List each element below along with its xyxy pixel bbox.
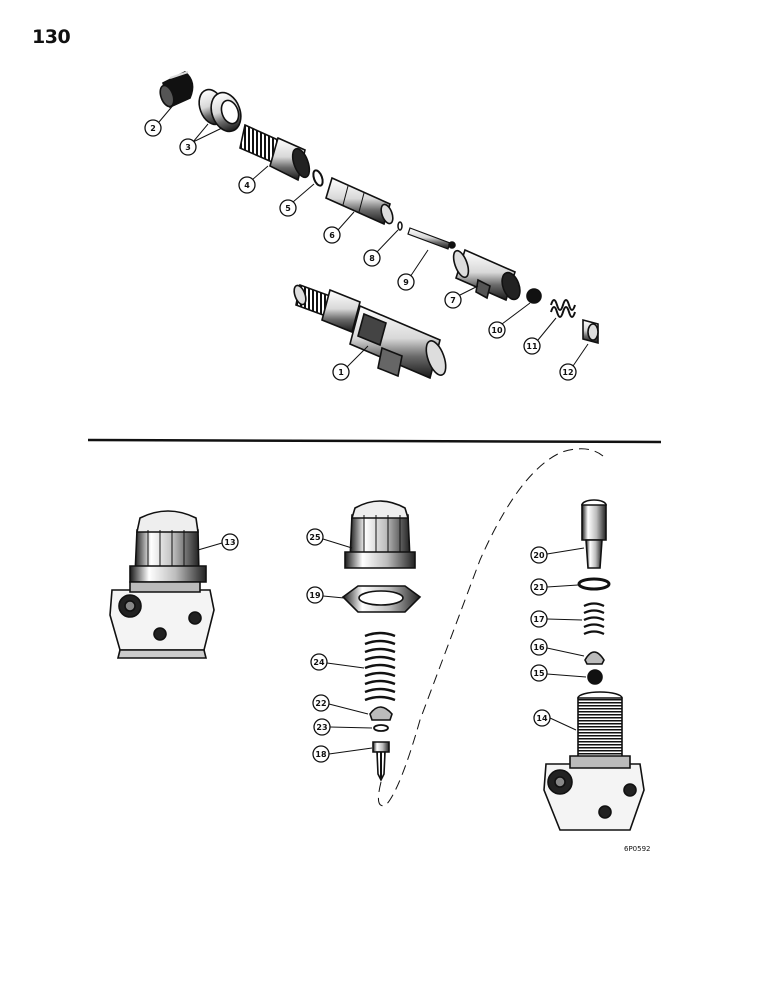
svg-text:6: 6	[329, 231, 335, 240]
part-pin	[407, 227, 456, 250]
middle-exploded-parts	[341, 500, 422, 782]
part-complete-valve	[293, 283, 447, 380]
callout-23: 23	[313, 718, 331, 736]
callout-22: 22	[312, 694, 330, 712]
figure-code: 6P0592	[624, 845, 651, 853]
part-relief-valve-body	[543, 691, 645, 831]
svg-text:9: 9	[403, 278, 409, 287]
svg-text:18: 18	[315, 750, 327, 759]
part-ball	[526, 288, 542, 304]
callout-11: 11	[523, 337, 541, 355]
page-number: 130	[32, 26, 71, 48]
section-divider	[87, 438, 662, 444]
part-large-spring	[364, 631, 396, 702]
callout-16: 16	[530, 638, 548, 656]
callout-10: 10	[488, 321, 506, 339]
part-nuts	[198, 88, 242, 133]
part-check-ball	[587, 669, 603, 685]
svg-text:16: 16	[533, 643, 545, 652]
top-leader-lines	[158, 102, 589, 369]
part-spring	[550, 299, 576, 318]
svg-text:17: 17	[533, 615, 544, 624]
svg-text:22: 22	[315, 699, 326, 708]
part-o-ring	[312, 169, 324, 187]
svg-text:2: 2	[150, 124, 156, 133]
svg-text:5: 5	[285, 204, 291, 213]
part-adjusting-screw	[581, 499, 607, 569]
callout-1: 1	[332, 363, 350, 381]
part-plug	[582, 318, 599, 345]
svg-text:10: 10	[491, 326, 503, 335]
callout-13: 13	[221, 533, 239, 551]
svg-text:7: 7	[450, 296, 456, 305]
part-lock-nut	[341, 585, 422, 613]
top-assembly	[159, 71, 599, 380]
part-fitting	[239, 123, 311, 182]
svg-text:20: 20	[533, 551, 545, 560]
svg-text:24: 24	[313, 658, 325, 667]
assembly-dashed-line	[377, 448, 604, 807]
svg-text:23: 23	[316, 723, 327, 732]
callouts: 2 3 4 5 6 8 9 7 10 11 12 1 13 25 19 24 2…	[144, 119, 577, 763]
svg-text:21: 21	[533, 583, 545, 592]
part-washer	[373, 724, 389, 732]
part-spool	[325, 176, 394, 226]
callout-24: 24	[310, 653, 328, 671]
part-small-ring	[397, 221, 403, 231]
callout-25: 25	[306, 528, 324, 546]
assembled-relief-valve	[109, 510, 215, 659]
part-adjusting-cap	[344, 500, 416, 569]
part-screw	[372, 741, 390, 782]
callout-19: 19	[306, 586, 324, 604]
callout-18: 18	[312, 745, 330, 763]
svg-text:3: 3	[185, 143, 191, 152]
svg-text:19: 19	[309, 591, 321, 600]
svg-text:12: 12	[562, 368, 573, 377]
right-exploded-parts	[543, 499, 645, 831]
part-o-ring-large	[577, 577, 611, 591]
svg-text:13: 13	[224, 538, 235, 547]
callout-14: 14	[533, 709, 551, 727]
part-valve-body	[452, 248, 521, 302]
svg-text:14: 14	[536, 714, 548, 723]
svg-text:4: 4	[244, 181, 250, 190]
svg-text:1: 1	[338, 368, 344, 377]
callout-12: 12	[559, 363, 577, 381]
part-small-spring	[583, 602, 605, 635]
callout-2: 2	[144, 119, 162, 137]
callout-21: 21	[530, 578, 548, 596]
bottom-leader-lines	[197, 538, 587, 755]
callout-4: 4	[238, 176, 256, 194]
part-cone-seat	[584, 651, 605, 665]
callout-20: 20	[530, 546, 548, 564]
callout-8: 8	[363, 249, 381, 267]
callout-15: 15	[530, 664, 548, 682]
callout-6: 6	[323, 226, 341, 244]
callout-3: 3	[179, 138, 197, 156]
svg-text:25: 25	[309, 533, 321, 542]
part-cap	[159, 71, 194, 109]
callout-7: 7	[444, 291, 462, 309]
part-seat	[369, 706, 393, 721]
callout-5: 5	[279, 199, 297, 217]
callout-9: 9	[397, 273, 415, 291]
svg-text:15: 15	[533, 669, 545, 678]
svg-text:11: 11	[526, 342, 538, 351]
svg-text:8: 8	[369, 254, 375, 263]
callout-17: 17	[530, 610, 548, 628]
